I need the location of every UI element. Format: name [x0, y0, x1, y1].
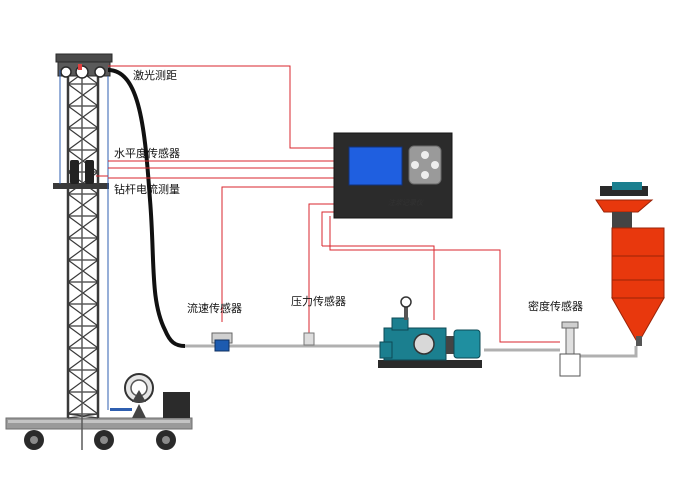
label-level-sensor: 水平度传感器 [114, 146, 180, 160]
label-laser-distance: 激光测距 [133, 68, 177, 82]
platform-wheel-icon [24, 430, 44, 450]
grouting-recorder: 注浆记录仪 [333, 132, 453, 219]
cable-winch-icon [124, 373, 154, 418]
pressure-sensor [303, 332, 315, 346]
label-pressure-sensor: 压力传感器 [291, 295, 346, 308]
crown-sheave-icon [57, 61, 111, 79]
winch [110, 373, 190, 418]
platform-wheel-icon [94, 430, 114, 450]
label-density-sensor: 密度传感器 [528, 299, 583, 313]
drill-clamp-icon [53, 160, 109, 189]
platform-wheel-icon [156, 430, 176, 450]
drill-platform [5, 417, 193, 450]
drill-tower [55, 53, 113, 450]
recorder-screen [348, 146, 403, 186]
flow-sensor [211, 332, 233, 352]
four-way-keypad-icon [408, 145, 442, 185]
grout-pump-icon [378, 296, 482, 368]
grout-hose [107, 68, 186, 348]
label-flow-sensor: 流速传感器 [187, 301, 242, 315]
mixing-tank-icon [595, 182, 665, 346]
label-drill-current: 钻杆电流测量 [114, 182, 180, 196]
signal-wires [96, 65, 560, 343]
density-sensor [559, 321, 581, 377]
recorder-caption: 注浆记录仪 [388, 199, 424, 207]
